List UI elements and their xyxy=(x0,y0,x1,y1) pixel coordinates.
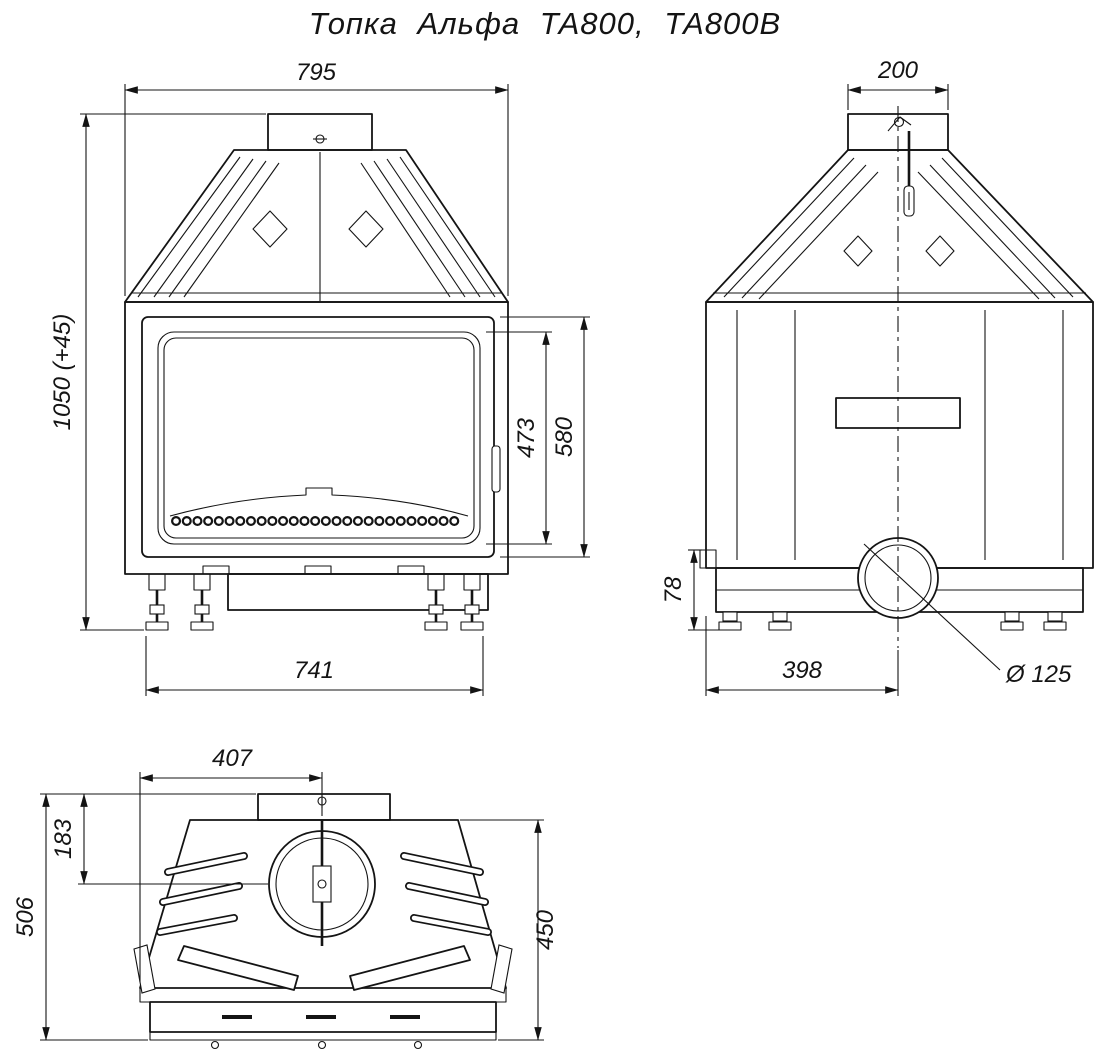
vent-diamond xyxy=(348,210,384,248)
dim-glass-opening-height: 473 xyxy=(486,331,552,545)
side-base xyxy=(699,537,1084,631)
deflector-blade xyxy=(177,945,299,991)
dim-label-width-bottom: 741 xyxy=(294,657,334,684)
dim-label-flue-diameter: Ø 125 xyxy=(1005,661,1072,688)
front-body xyxy=(124,301,509,575)
dim-flue-axis-depth: 398 xyxy=(705,616,899,696)
front-flue-collar xyxy=(267,113,373,151)
vent-diamond xyxy=(925,235,955,267)
corner-post xyxy=(490,944,513,994)
dim-label-flue-from-back: 183 xyxy=(50,818,77,859)
top-flue-collar xyxy=(257,793,391,821)
side-body xyxy=(705,301,1094,569)
flame-guard-edge xyxy=(169,487,469,517)
dim-overall-width: 795 xyxy=(124,59,509,296)
dim-flue-collar-width: 200 xyxy=(847,57,949,110)
vent-diamond xyxy=(252,210,288,248)
dim-overall-height: 1050 (+45) xyxy=(49,113,266,631)
side-hood xyxy=(705,149,1094,303)
dim-flue-diameter: Ø 125 xyxy=(863,543,1072,688)
dim-label-glass-height: 473 xyxy=(513,417,540,458)
vent-diamond xyxy=(843,235,873,267)
dim-label-width-top: 795 xyxy=(296,59,337,86)
dim-label-collar-width: 200 xyxy=(877,57,919,84)
dim-flue-axis-from-back: 183 xyxy=(40,793,268,885)
dim-label-overall-height: 1050 (+45) xyxy=(49,314,76,431)
dim-base-width: 741 xyxy=(145,636,484,696)
door-handle xyxy=(491,445,501,493)
top-view: 407 183 506 450 xyxy=(12,745,559,1050)
deflector-blade xyxy=(349,945,471,991)
front-hood xyxy=(124,149,509,303)
dim-label-flue-offset: 407 xyxy=(212,745,254,772)
front-base xyxy=(145,565,489,631)
dim-label-overall-depth: 506 xyxy=(12,896,39,937)
dim-plinth-height: 78 xyxy=(660,549,721,631)
side-view: 200 78 398 Ø 125 xyxy=(660,57,1094,696)
dim-label-body-depth: 450 xyxy=(532,909,559,950)
dim-flue-axis-offset: 407 xyxy=(139,745,323,982)
damper-plate xyxy=(312,865,332,903)
top-body xyxy=(133,819,513,1050)
corner-post xyxy=(133,944,156,994)
dim-overall-depth: 506 xyxy=(12,793,148,1041)
dim-body-depth: 450 xyxy=(460,819,559,1041)
dim-door-height: 580 xyxy=(500,316,590,558)
dim-label-flue-depth: 398 xyxy=(782,657,823,684)
drawing-title: Топка Альфа ТА800, ТА800В xyxy=(309,6,781,41)
dim-label-plinth-height: 78 xyxy=(660,576,687,603)
dim-label-door-height: 580 xyxy=(551,416,578,457)
front-view: 795 1050 (+45) 473 580 741 xyxy=(49,59,590,696)
